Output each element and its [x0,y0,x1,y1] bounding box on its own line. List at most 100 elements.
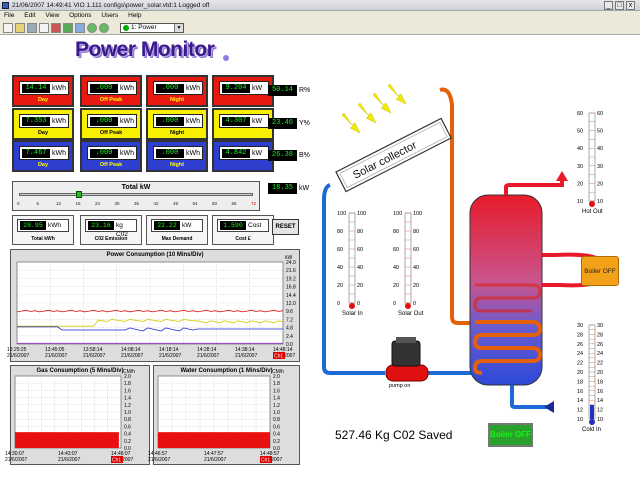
print-icon[interactable] [39,23,49,33]
thermometer-tick-left: 50 [577,129,583,135]
y-tick-label: 1.0 [273,410,280,416]
info-value: 28.95 [20,221,46,230]
info-label: Cost £ [235,236,251,242]
meter-label: Off Peak [99,130,123,136]
maximize-button[interactable]: □ [615,1,624,10]
forward-icon[interactable] [99,23,109,33]
thermometer-tick-left: 16 [577,389,583,395]
thermometer-label: Solar Out [398,311,424,317]
boiler-toggle-button[interactable]: Boiler OFF [488,423,533,447]
menu-options[interactable]: Options [69,12,92,19]
sun-rays [341,83,407,134]
reset-button[interactable]: RESET [272,219,299,235]
y-tick-label: 24.0 [286,260,296,266]
slider-tick-label: 0 [17,201,20,206]
y-tick-label: 1.4 [124,396,131,402]
thermometer-tick-left: 24 [577,351,583,357]
thermometer-tick-left: 60 [337,247,343,253]
page-select[interactable]: 1: Power ▼ [120,23,184,33]
pump-motor-cap [396,337,416,343]
pump-label: pump on [389,383,411,389]
x-tick-time: 14:47:57 [204,451,224,457]
meter-value: .000 [156,84,184,93]
app-icon [2,2,9,9]
thermometer-tick-right: 40 [597,146,603,152]
thermometer-tick-right: 10 [597,199,603,205]
channel-badge [273,352,285,359]
thermometer-tick-right: 60 [357,247,363,253]
save-icon[interactable] [27,23,37,33]
back-icon[interactable] [87,23,97,33]
thermometer-tick-right: 16 [597,389,603,395]
menu-bar: File Edit View Options Users Help [0,11,640,21]
thermometer-tick-left: 26 [577,342,583,348]
menu-view[interactable]: View [45,12,60,19]
thermometer-fill [590,404,594,419]
thermometer-tick-right: 12 [597,408,603,414]
y-tick-label: 0.8 [273,417,280,423]
thermometer-tick-right: 40 [413,265,419,271]
thermometer-tick-right: 60 [413,247,419,253]
heat-coil-upper [472,320,543,375]
slider-tick-label: 42 [153,201,159,206]
run-icon[interactable] [63,23,73,33]
y-tick-label: 0.2 [273,439,280,445]
y-tick-label: 2.0 [124,374,131,380]
y-tick-label: 4.8 [286,326,293,332]
y-tick-label: 2.4 [286,334,293,340]
thermometer-tick-right: 40 [357,265,363,271]
info-value: 1.590 [220,221,246,230]
zoom-icon[interactable] [75,23,85,33]
stop-icon[interactable] [51,23,61,33]
y-tick-label: 12.0 [286,301,296,307]
thermometer-tick-left: 20 [577,370,583,376]
meter-value: .000 [90,149,118,158]
thermometer-tick-right: 60 [597,111,603,117]
thermometer-tick-right: 24 [597,351,603,357]
info-unit: kW [182,222,192,229]
thermometer-tick-left: 40 [393,265,399,271]
info-label: Total kWh [31,236,55,242]
hot-out-pipe [504,180,564,195]
thermometer-tick-left: 10 [577,199,583,205]
close-button[interactable]: x [626,1,635,10]
y-tick-label: 2.0 [273,374,280,380]
x-tick-time: 13:25:25 [7,347,27,353]
info-value: 22.22 [154,221,180,230]
meter-unit: kWh [120,118,134,125]
thermometer-tick-left: 20 [393,283,399,289]
open-icon[interactable] [15,23,25,33]
water-chart-title: Water Consumption (1 Mins/Div) [180,368,273,374]
info-value: 23.16 [88,221,114,230]
info-unit: kWh [48,222,61,229]
menu-file[interactable]: File [4,12,15,19]
thermometer-tick-right: 20 [413,283,419,289]
total-kw-value: 18.35 [268,183,297,194]
thermometer-tick-left: 0 [393,301,396,307]
x-tick-time: 14:48:07 [111,451,131,457]
new-icon[interactable] [3,23,13,33]
menu-edit[interactable]: Edit [24,12,36,19]
total-kw-caption: Total kW [121,184,151,191]
slider-tick-label: 18 [75,201,81,206]
menu-users[interactable]: Users [101,12,119,19]
x-tick-date: 21/6/2007 [197,353,219,359]
y-tick-label: 1.8 [273,381,280,387]
thermometer-tick-right: 14 [597,398,603,404]
minimize-button[interactable]: _ [604,1,613,10]
unit-label: CM/h [272,369,284,375]
meter-unit: kW [252,150,263,157]
x-tick-date: 21/6/2007 [83,353,105,359]
chevron-down-icon[interactable]: ▼ [174,24,183,32]
menu-help[interactable]: Help [128,12,142,19]
total-kw-knob[interactable] [75,191,82,198]
info-unit: Cost [248,222,262,229]
